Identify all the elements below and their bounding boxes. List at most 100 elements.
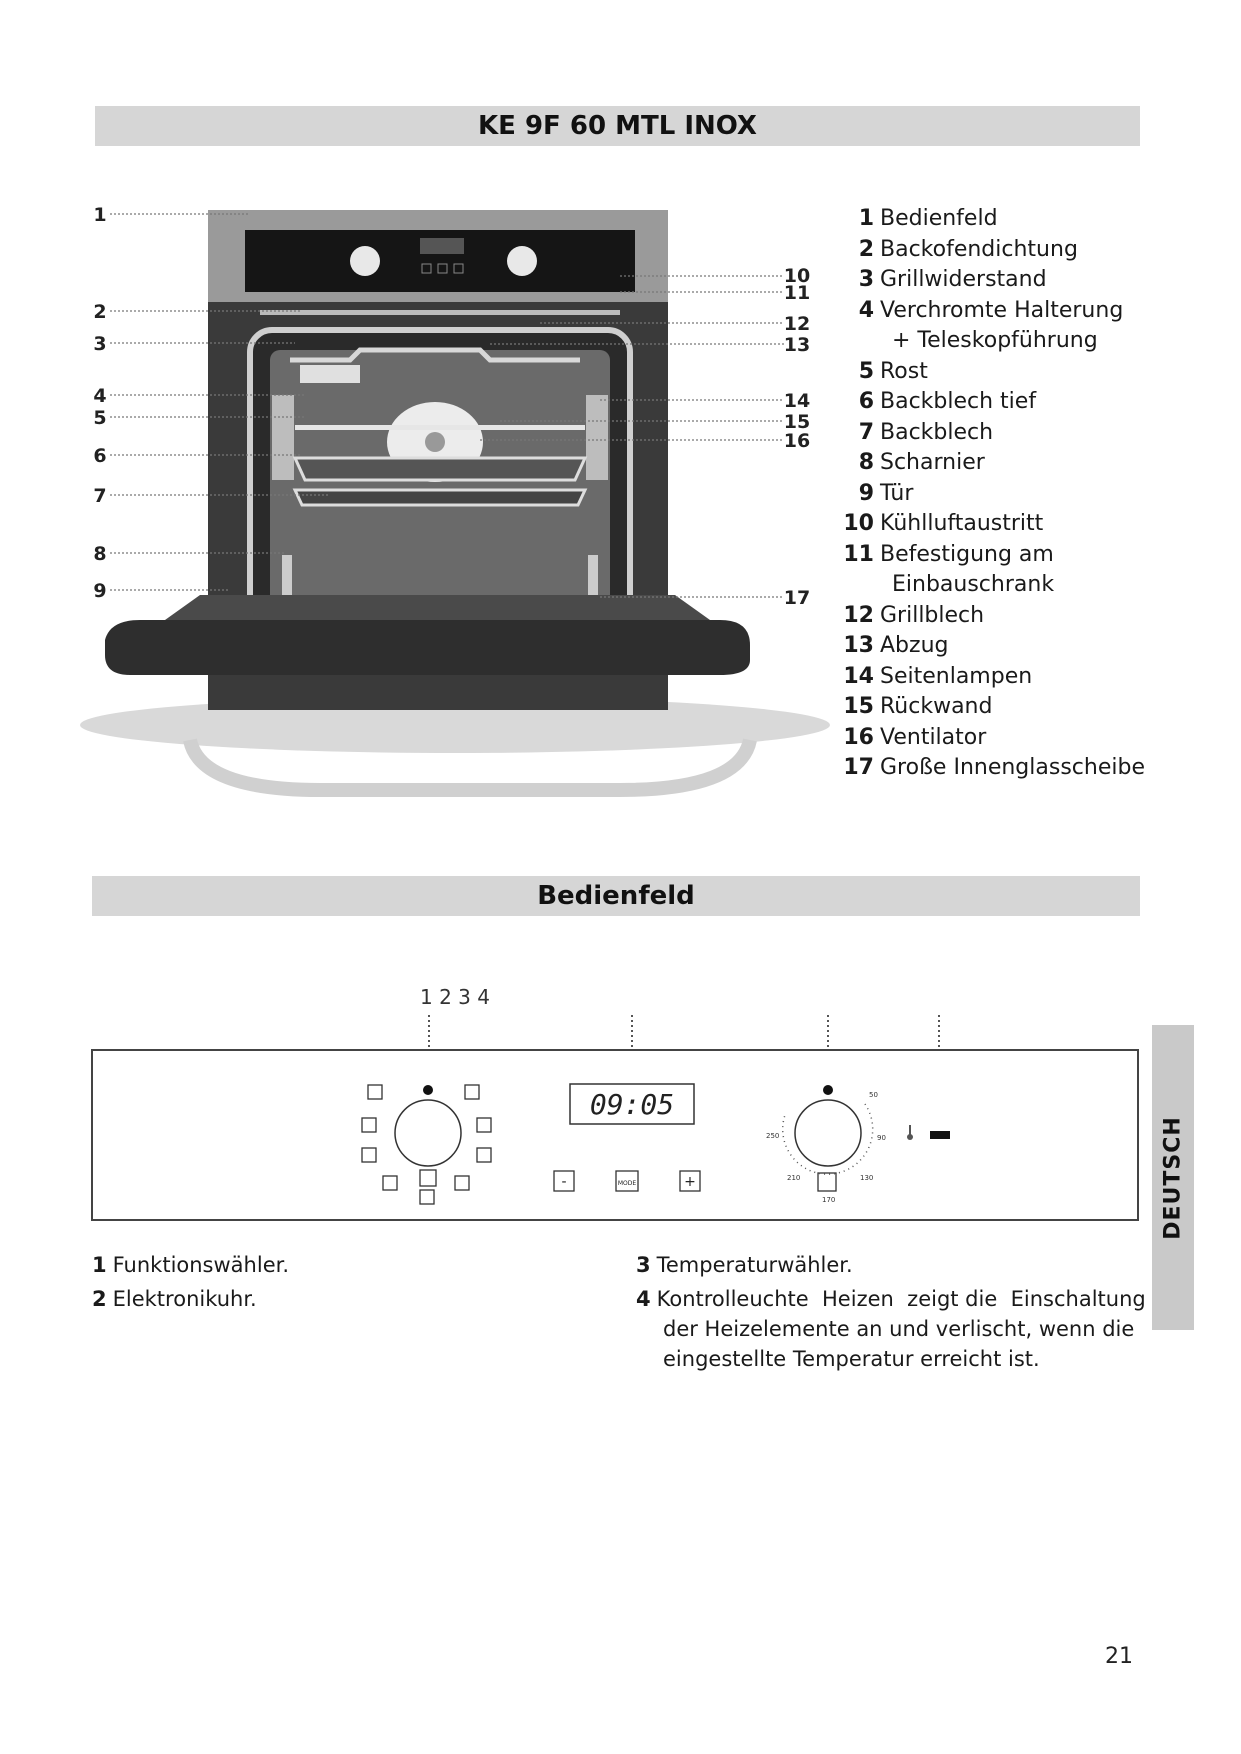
floor-shadow [80,697,830,753]
part-number: 13 [843,633,874,658]
model-title: KE 9F 60 MTL INOX [478,111,757,141]
clock-display [420,238,464,254]
clock-button-1 [421,263,432,274]
part-number: 8 [858,450,874,475]
description-text: Temperaturwähler. [656,1253,853,1277]
panel-title: Bedienfeld [537,881,695,911]
function-symbol-icon [419,1169,437,1187]
function-symbol-icon [367,1084,383,1100]
part-number: 5 [858,358,874,384]
fan-hub [425,432,445,452]
part-number: 6 [858,389,874,414]
part-label: Rückwand [880,694,993,719]
language-label: DEUTSCH [1160,1115,1186,1240]
part-label: Seitenlampen [880,663,1033,689]
page-number: 21 [1105,1644,1133,1669]
clock-plus-label: + [684,1174,696,1190]
callout-14: 14 [784,390,810,412]
function-symbol-icon [454,1175,470,1191]
oven-door [105,620,750,675]
description-text-continued: der Heizelemente an und verlischt, wenn … [663,1317,1135,1371]
hinge-left [282,555,292,595]
function-symbol-icon [476,1147,492,1163]
function-symbols [361,1084,492,1205]
temperature-selector-knob[interactable] [794,1099,862,1167]
clock-button-2 [437,263,448,274]
function-symbol-icon [361,1147,377,1163]
part-label-continued: Einbauschrank [892,572,1055,597]
part-number: 12 [843,602,874,628]
callout-6: 6 [93,445,106,467]
clock-minus-button[interactable] [553,1170,575,1192]
callout-5: 5 [93,407,106,429]
function-knob [350,246,380,276]
heating-indicator-light [930,1131,950,1139]
part-label: Scharnier [880,450,985,475]
temperature-scale-arc [782,1103,874,1175]
part-label: Grillwiderstand [880,267,1047,292]
function-symbol-icon [476,1117,492,1133]
callout-2: 2 [93,301,106,323]
left-leaders [110,213,330,591]
panel-callout-label: 1 2 3 4 [420,985,490,1009]
clock-button-3 [453,263,464,274]
description-text: Funktionswähler. [112,1253,289,1277]
part-label: Backblech [880,419,994,445]
model-title-banner: KE 9F 60 MTL INOX [95,106,1140,146]
deep-tray [292,456,588,482]
right-leaders [480,275,784,598]
part-number: 1 [858,206,874,231]
cooling-vent [260,310,620,315]
panel-frame [91,1049,1139,1221]
callout-3: 3 [93,333,106,355]
function-selector-knob[interactable] [394,1099,462,1167]
part-label: Bedienfeld [880,206,998,231]
part-label: Rost [880,358,928,384]
part-label: Tür [880,480,914,506]
callout-11: 11 [784,282,810,304]
description-text: Elektronikuhr. [112,1287,257,1311]
temperature-indicator-dot [823,1085,833,1095]
function-symbol-icon [464,1084,480,1100]
part-label: Ventilator [880,724,987,750]
part-number: 14 [843,663,874,689]
callout-17: 17 [784,587,810,609]
part-number: 2 [858,236,874,262]
temperature-off-marker [817,1172,837,1192]
part-number: 4 [858,297,874,323]
temp-label-250: 250 [766,1132,779,1140]
language-side-tab: DEUTSCH [1152,1025,1194,1330]
callout-12: 12 [784,313,810,335]
function-indicator-dot [423,1085,433,1095]
panel-title-banner: Bedienfeld [92,876,1140,916]
grill-element [290,347,580,363]
clock-plus-button[interactable] [679,1170,701,1192]
clock-mode-label: MODE [618,1180,637,1187]
temp-label-210: 210 [787,1174,800,1182]
callout-15: 15 [784,411,810,433]
temp-label-130: 130 [860,1174,873,1182]
part-label: Befestigung am [880,541,1054,567]
clock-mode-button[interactable] [615,1170,639,1192]
function-symbol-icon [382,1175,398,1191]
